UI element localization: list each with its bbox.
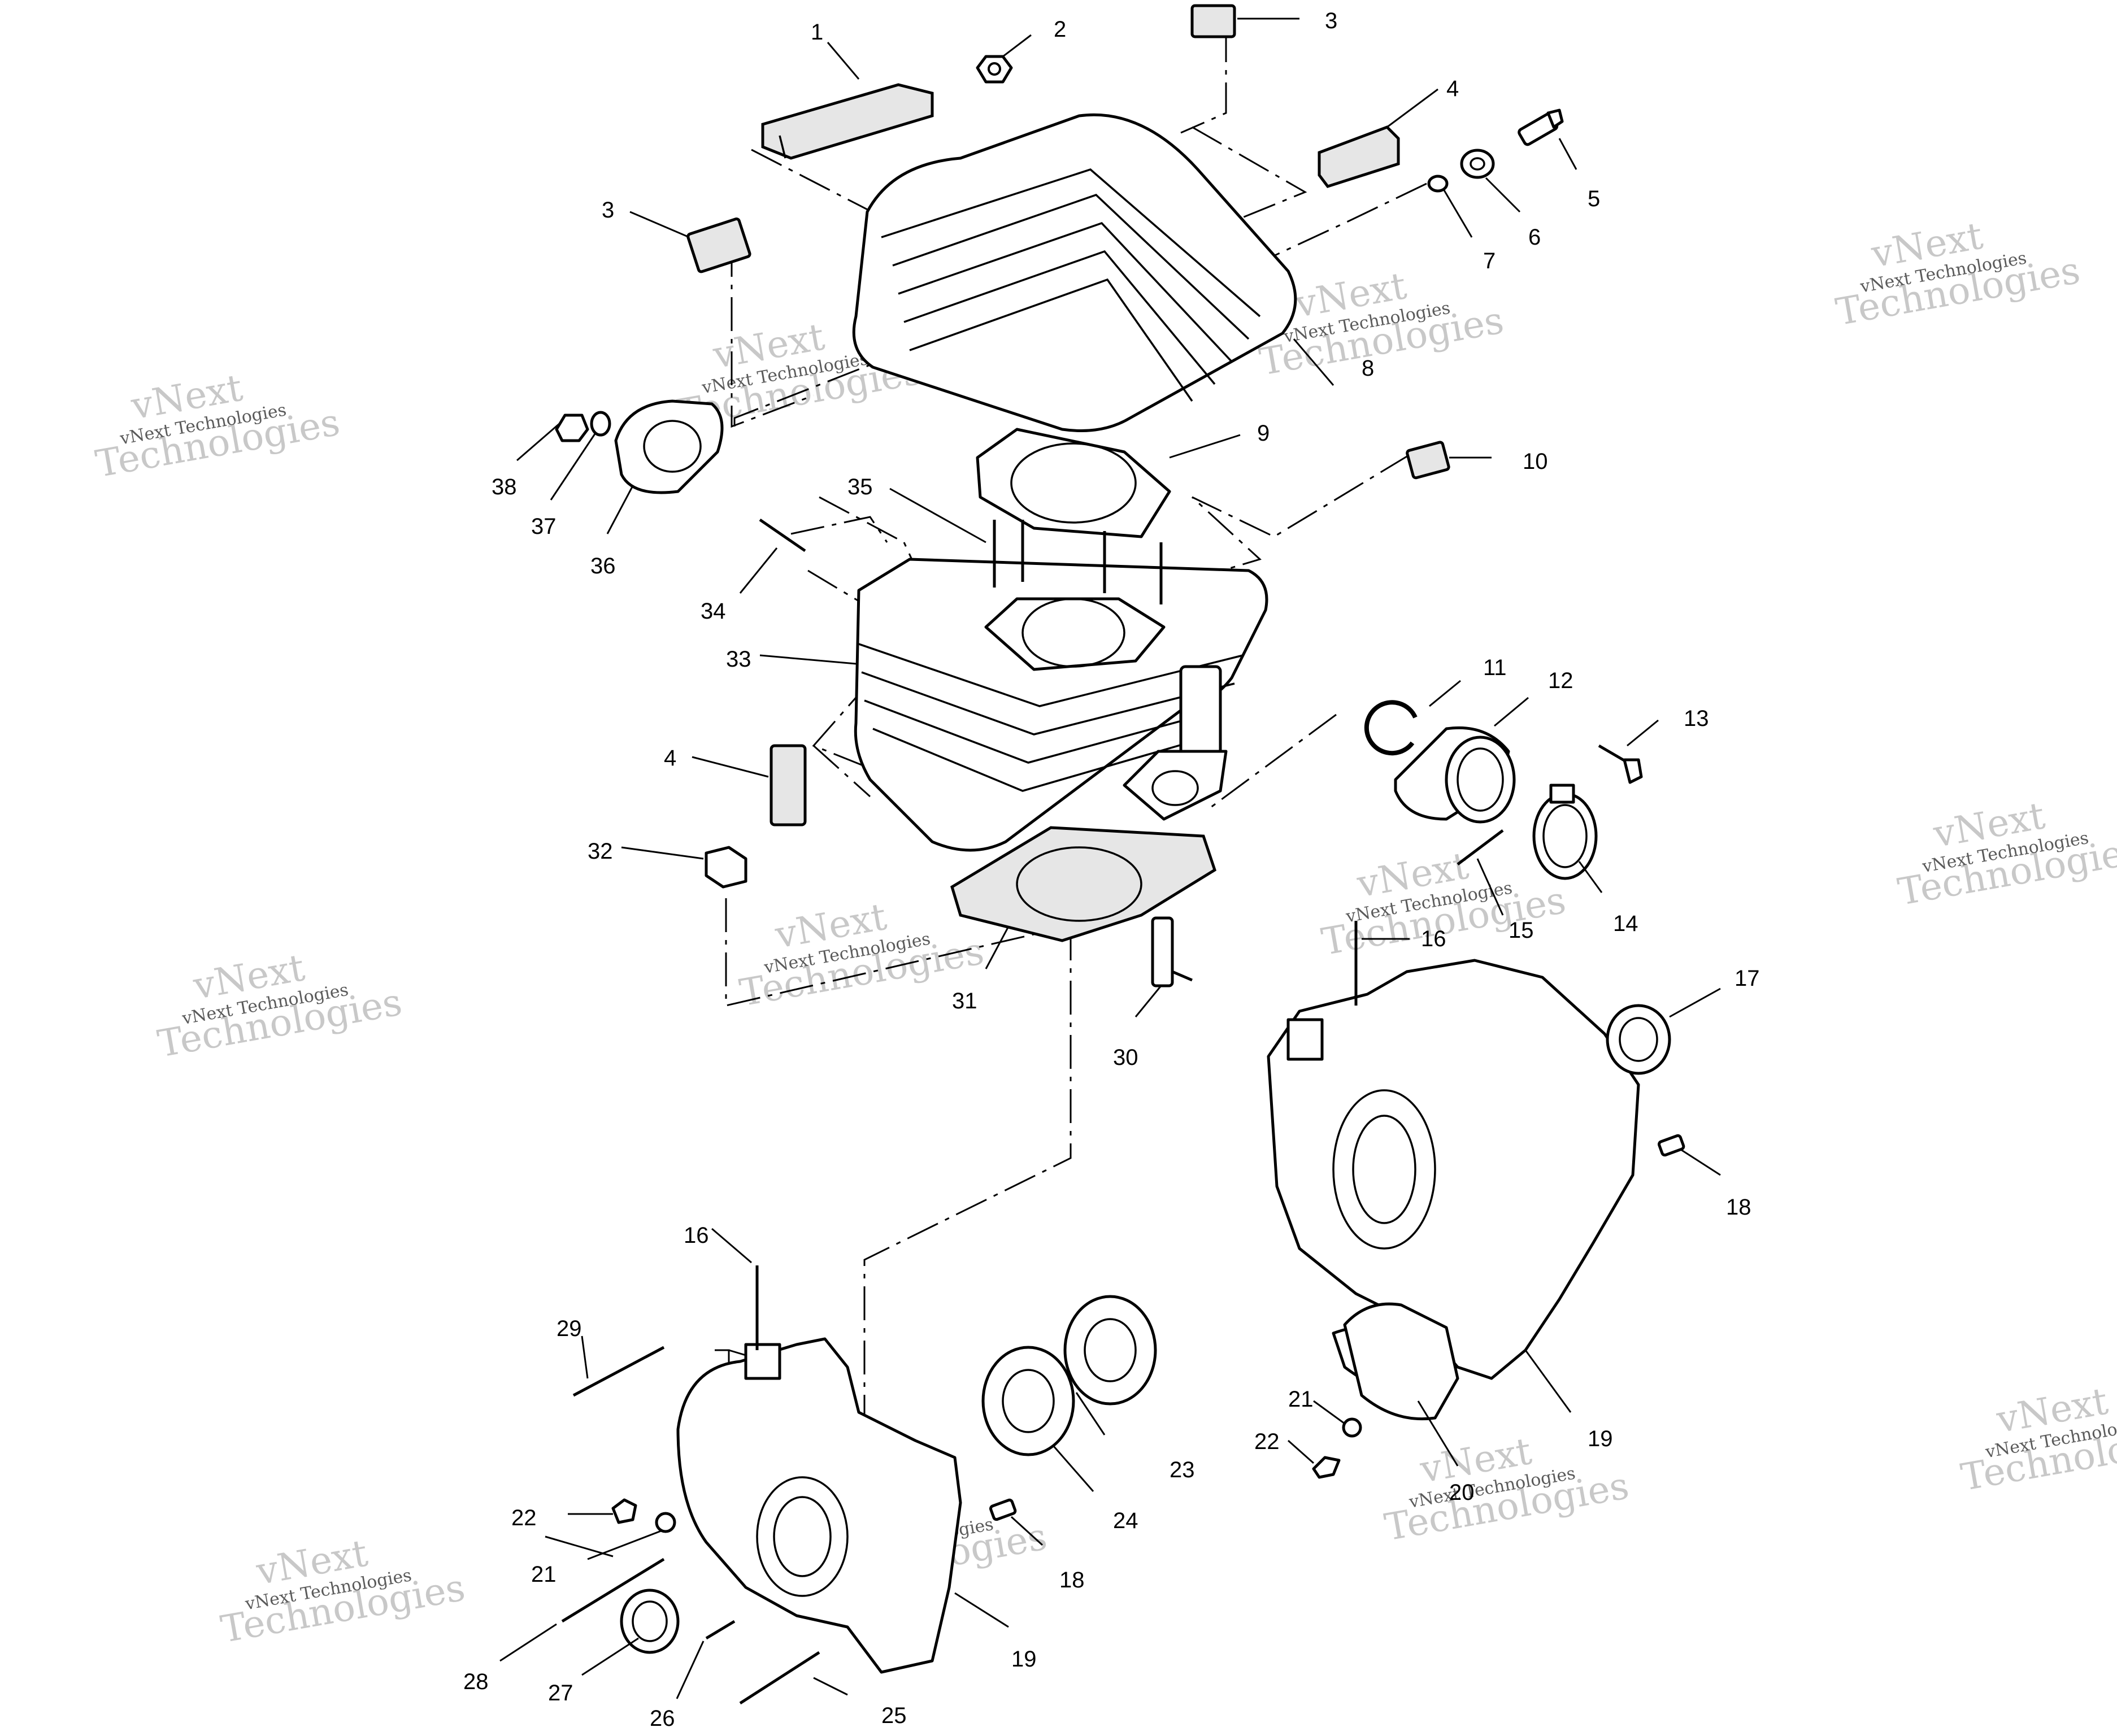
callout-36: 36 [590,554,616,578]
callout-22: 22 [1254,1429,1280,1454]
crank-seal-right [1606,1004,1671,1075]
callout-27: 27 [548,1681,573,1705]
watermark: vNext Technologies vNext Technologies [218,1531,468,1651]
callout-13: 13 [1684,706,1709,731]
screw-22-right [1312,1456,1341,1479]
callout-32: 32 [588,839,613,864]
leader-lines [499,18,1721,1699]
head-gasket [976,428,1171,538]
callouts: 1 2 3 3 4 4 5 6 7 8 9 10 11 12 13 14 15 … [463,8,1760,1731]
callout-5: 5 [1588,186,1600,211]
callout-18: 18 [1059,1568,1085,1593]
dowel-pin-right [1658,1134,1685,1157]
main-bearing-24 [981,1346,1075,1456]
main-bearing-23 [1063,1295,1157,1406]
callout-21: 21 [531,1562,557,1587]
callout-31: 31 [952,989,977,1013]
screw-22-left [611,1498,637,1524]
callout-19: 19 [1011,1647,1037,1672]
intake-flange [1394,726,1516,824]
callout-20: 20 [1449,1480,1475,1505]
callout-11: 11 [1483,655,1507,680]
callout-23: 23 [1170,1457,1195,1482]
callout-33: 33 [726,647,751,672]
temp-sensor-bolt [1518,108,1564,146]
callout-37: 37 [531,514,557,539]
callout-4: 4 [1446,76,1459,101]
damper-block-3a [1190,4,1236,38]
clamp-screw [1457,829,1504,865]
hose-clamp [1532,784,1598,880]
exhaust-gasket [614,399,724,494]
callout-10: 10 [1523,449,1548,474]
fin-seal-strip [761,83,934,160]
pulse-fitting [1151,916,1193,987]
callout-25: 25 [881,1703,907,1728]
long-bolt-25 [739,1651,820,1705]
cover-gasket [1343,1302,1459,1421]
callout-6: 6 [1528,225,1541,250]
cylinder-studs [993,520,1163,604]
callout-15: 15 [1509,918,1534,943]
crank-seal-left [620,1589,680,1654]
callout-21: 21 [1288,1387,1314,1412]
short-screw-26 [705,1620,736,1640]
exhaust-nut [555,414,589,442]
callout-28: 28 [463,1669,489,1694]
callout-14: 14 [1613,911,1638,936]
callout-30: 30 [1113,1045,1138,1070]
long-bolt-28 [561,1557,665,1623]
long-bolt-29 [572,1346,665,1397]
callout-38: 38 [492,475,517,499]
circlip [1364,700,1418,756]
callout-16: 16 [684,1223,709,1248]
damper-block-10 [1406,441,1450,480]
sensor-washer [1460,149,1495,179]
callout-29: 29 [557,1316,582,1341]
spark-plug-washer [1427,175,1449,193]
washer-21-left [655,1512,676,1533]
callout-19: 19 [1588,1426,1613,1451]
callout-24: 24 [1113,1508,1138,1533]
callout-18: 18 [1726,1195,1751,1220]
watermark: vNext Technologies vNext Technologies [1895,794,2117,914]
cylinder-nut [705,846,747,889]
flange-screw [1598,744,1643,784]
callout-26: 26 [650,1706,675,1731]
crankcase-half-left [676,1337,962,1674]
watermark: vNext Technologies vNext Technologies [736,895,987,1015]
washer-21-right [1342,1417,1362,1438]
callout-1: 1 [811,20,823,45]
exhaust-stud [759,518,806,552]
cylinder [854,558,1268,852]
callout-22: 22 [511,1506,537,1530]
damper-block-3b [686,217,751,273]
watermark: vNext Technologies vNext Technologies [1958,1379,2117,1499]
callout-17: 17 [1735,966,1760,991]
callout-3: 3 [602,198,614,223]
callout-7: 7 [1483,249,1496,273]
callout-12: 12 [1548,668,1573,693]
cylinder-head [852,113,1297,432]
callout-4: 4 [664,746,676,771]
watermark: vNext Technologies vNext Technologies [93,366,344,486]
watermark: vNext Technologies vNext Technologies [1833,214,2084,334]
head-nut [976,55,1013,84]
callout-2: 2 [1054,17,1066,42]
damper-strip-4b [770,744,807,826]
callout-3: 3 [1325,8,1337,33]
callout-16: 16 [1421,926,1446,951]
watermark: vNext Technologies vNext Technologies [154,946,405,1066]
crankcase-half-right [1267,959,1640,1403]
callout-34: 34 [701,599,726,624]
dowel-pin-left [989,1498,1017,1521]
damper-strip-4a [1318,125,1400,188]
exhaust-washer [590,411,611,437]
callout-9: 9 [1257,421,1270,446]
callout-8: 8 [1362,356,1374,381]
base-gasket [950,826,1216,942]
callout-35: 35 [847,475,873,499]
